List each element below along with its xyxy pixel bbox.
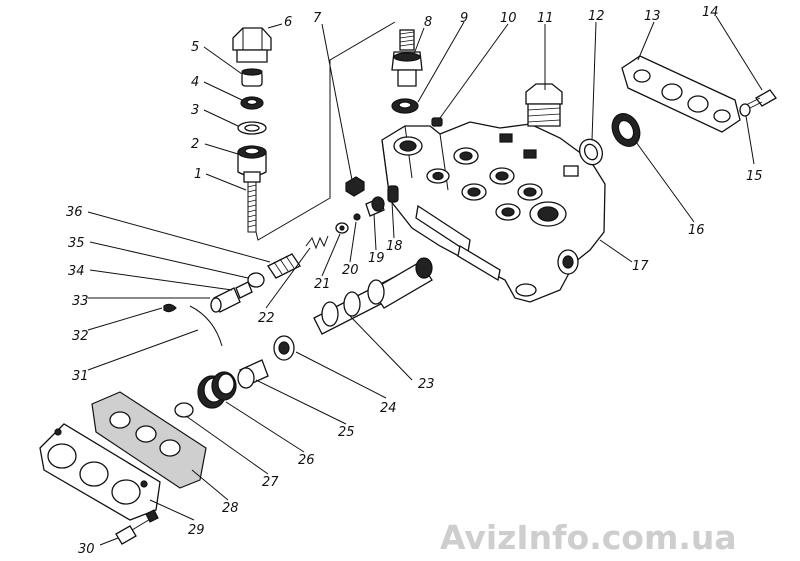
part-30-screw — [115, 509, 159, 545]
part-10-bolt — [431, 117, 443, 127]
label-24: 24 — [380, 401, 397, 416]
part-8-valve — [391, 29, 423, 87]
watermark: AvizInfo.com.ua — [440, 518, 737, 557]
label-1: 1 — [194, 167, 202, 182]
label-22: 22 — [258, 311, 275, 326]
label-10: 10 — [500, 11, 517, 26]
part-18-fitting — [387, 185, 399, 203]
part-24-washer — [273, 335, 295, 361]
label-19: 19 — [368, 251, 385, 266]
label-31: 31 — [72, 369, 89, 384]
label-32: 32 — [72, 329, 89, 344]
label-28: 28 — [222, 501, 239, 516]
label-34: 34 — [68, 264, 85, 279]
part-7-nut — [345, 176, 365, 197]
label-27: 27 — [262, 475, 279, 490]
label-7: 7 — [313, 11, 322, 26]
label-23: 23 — [418, 377, 435, 392]
part-23-spool — [313, 257, 433, 335]
label-16: 16 — [688, 223, 705, 238]
part-35-ring — [247, 272, 265, 288]
label-9: 9 — [460, 11, 468, 26]
label-18: 18 — [386, 239, 403, 254]
part-15-washer — [739, 103, 751, 117]
label-21: 21 — [314, 277, 331, 292]
label-3: 3 — [191, 103, 199, 118]
part-28-gasket — [91, 391, 207, 489]
part-19-valve — [365, 196, 385, 217]
part-22-spring — [305, 235, 329, 250]
part-4-washer — [240, 96, 264, 110]
part-36-spring-housing — [267, 253, 301, 279]
label-25: 25 — [338, 425, 355, 440]
label-36: 36 — [66, 205, 83, 220]
part-32-clip — [163, 303, 177, 313]
part-number-labels: 6 5 4 3 2 1 7 8 9 10 11 12 13 14 15 16 1… — [66, 5, 763, 557]
part-26-spring — [197, 371, 237, 409]
part-9-seal — [391, 98, 419, 114]
label-12: 12 — [588, 9, 605, 24]
part-31-wire — [189, 305, 223, 347]
part-6-plug — [232, 27, 272, 63]
part-25-cup — [237, 359, 269, 389]
part-16-seal — [611, 113, 641, 147]
label-11: 11 — [537, 11, 554, 26]
label-17: 17 — [632, 259, 649, 274]
part-20-ball — [353, 213, 361, 221]
part-17-valve-body — [381, 121, 606, 303]
label-2: 2 — [191, 137, 199, 152]
label-26: 26 — [298, 453, 315, 468]
part-12-ring — [578, 138, 604, 166]
label-33: 33 — [72, 294, 89, 309]
part-2-cup — [237, 145, 267, 177]
label-29: 29 — [188, 523, 205, 538]
label-8: 8 — [424, 15, 432, 30]
label-6: 6 — [284, 15, 292, 30]
label-20: 20 — [342, 263, 359, 278]
part-3-ring — [237, 121, 267, 135]
label-30: 30 — [78, 542, 95, 557]
part-29-cover — [39, 423, 161, 521]
part-34-nut — [235, 281, 253, 299]
part-27-ring — [174, 402, 194, 418]
part-11-plug — [525, 83, 563, 127]
part-1-screw — [243, 171, 261, 233]
part-5-sleeve — [241, 68, 263, 87]
leader-lines — [87, 15, 763, 546]
label-4: 4 — [191, 75, 199, 90]
label-13: 13 — [644, 9, 661, 24]
part-13-gasket — [621, 55, 741, 133]
part-33-plunger — [210, 287, 241, 313]
label-5: 5 — [191, 40, 199, 55]
label-15: 15 — [746, 169, 763, 184]
part-21-seat — [335, 222, 349, 234]
label-35: 35 — [68, 236, 85, 251]
label-14: 14 — [702, 5, 719, 20]
